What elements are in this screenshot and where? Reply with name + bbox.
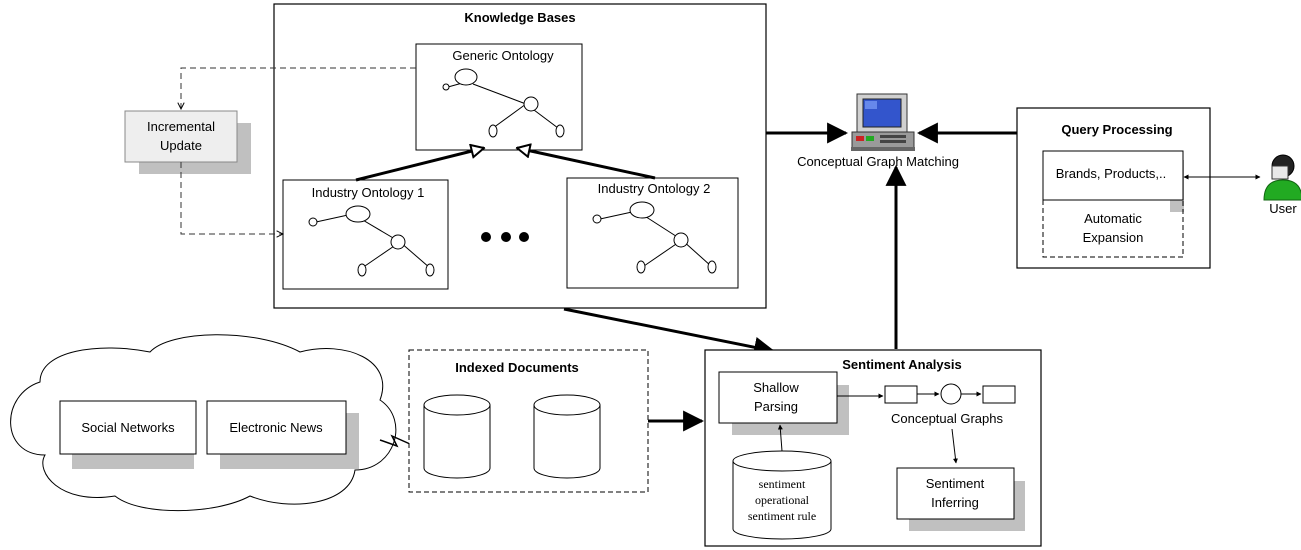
industry-ontology-2-tree-icon [592,201,717,274]
incremental-update-line1: Incremental [147,119,215,134]
db-label-line3: sentiment rule [748,509,816,523]
sentiment-inferring-line2: Inferring [931,495,979,510]
incremental-update-box: Incremental Update [124,110,251,174]
conceptual-graphs-label: Conceptual Graphs [891,411,1004,426]
automatic-expansion-line2: Expansion [1083,230,1144,245]
knowledge-bases-title: Knowledge Bases [464,10,575,25]
conceptual-graph-icon [884,383,1016,405]
sentiment-rule-database-icon [732,450,832,540]
industry-ontology-1-label: Industry Ontology 1 [312,185,425,200]
query-processing-title: Query Processing [1061,122,1172,137]
query-processing-panel: Query Processing Brands, Products,.. Aut… [1016,107,1211,269]
social-networks-label: Social Networks [81,420,175,435]
conceptual-graph-matching-label: Conceptual Graph Matching [797,154,959,169]
inferring-arrow [951,428,958,464]
sources-cloud: Social Networks Electronic News [10,334,397,512]
ellipsis-dots [481,232,529,242]
inheritance-arrows [355,148,656,182]
shallow-parsing-line2: Parsing [754,399,798,414]
indexed-documents-panel: Indexed Documents [408,349,649,493]
industry-ontology-2-label: Industry Ontology 2 [598,181,711,196]
computer-icon [851,93,915,151]
incremental-update-dashed-links [181,67,416,234]
generic-ontology-box: Generic Ontology [415,43,583,151]
generic-ontology-tree-icon [442,68,565,138]
db-label-line2: operational [755,493,810,507]
sentiment-analysis-panel: Sentiment Analysis Shallow Parsing Conce… [704,349,1042,547]
indexed-documents-title: Indexed Documents [455,360,579,375]
generic-ontology-label: Generic Ontology [452,48,554,63]
user-icon [1263,154,1301,201]
user-label: User [1269,201,1297,216]
electronic-news-label: Electronic News [229,420,323,435]
conceptual-graph-links [837,391,982,399]
network-link-icon [379,434,411,448]
industry-ontology-1-box: Industry Ontology 1 [282,179,449,290]
sentiment-analysis-title: Sentiment Analysis [842,357,961,372]
database-icon [423,394,491,479]
sentiment-inferring-line1: Sentiment [926,476,985,491]
main-flow-arrows [563,122,1017,432]
automatic-expansion-line1: Automatic [1084,211,1142,226]
incremental-update-line2: Update [160,138,202,153]
shallow-parsing-line1: Shallow [753,380,799,395]
industry-ontology-2-box: Industry Ontology 2 [566,177,739,289]
database-icon [533,394,601,479]
brands-products-label: Brands, Products,.. [1056,166,1167,181]
rule-to-parsing-arrow [777,424,783,452]
db-label-line1: sentiment [759,477,806,491]
industry-ontology-1-tree-icon [308,205,435,277]
